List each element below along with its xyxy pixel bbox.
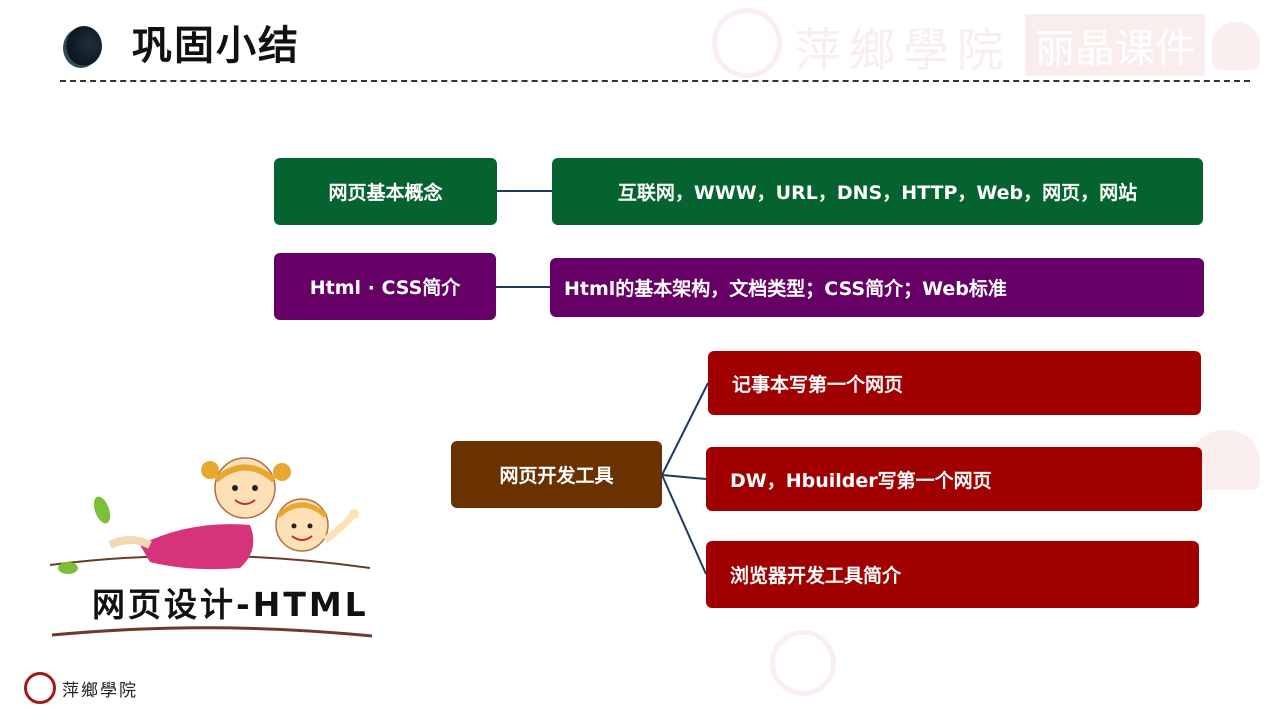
connector-branch-2	[661, 474, 707, 480]
connector-branch-3	[661, 474, 707, 575]
brand-watermark: 丽晶课件	[1025, 14, 1205, 76]
course-title: 网页设计-HTML	[92, 585, 369, 624]
kids-illustration-icon	[49, 457, 373, 638]
footer-school-name: 萍鄉學院	[62, 681, 138, 701]
branch-dw-hbuilder: DW，Hbuilder写第一个网页	[706, 447, 1202, 511]
page-title: 巩固小结	[132, 23, 300, 69]
school-seal-icon	[24, 672, 56, 704]
title-bullet-icon	[66, 26, 102, 66]
topic-html-css: Html · CSS简介	[274, 253, 496, 320]
school-name-watermark: 萍鄉學院	[795, 23, 1011, 77]
school-seal-watermark-icon	[770, 630, 836, 696]
connector-branch-1	[661, 382, 709, 476]
school-seal-watermark-icon	[712, 8, 782, 78]
header-divider	[60, 80, 1250, 82]
topic-dev-tools: 网页开发工具	[451, 441, 662, 508]
detail-web-concepts: 互联网，WWW，URL，DNS，HTTP，Web，网页，网站	[552, 158, 1203, 225]
branch-notepad: 记事本写第一个网页	[708, 351, 1201, 415]
branch-browser-devtools: 浏览器开发工具简介	[706, 541, 1199, 608]
detail-html-css: Html的基本架构，文档类型；CSS简介；Web标准	[550, 258, 1204, 317]
topic-web-concepts: 网页基本概念	[274, 158, 497, 225]
brand-logo-watermark-icon	[1212, 22, 1260, 70]
